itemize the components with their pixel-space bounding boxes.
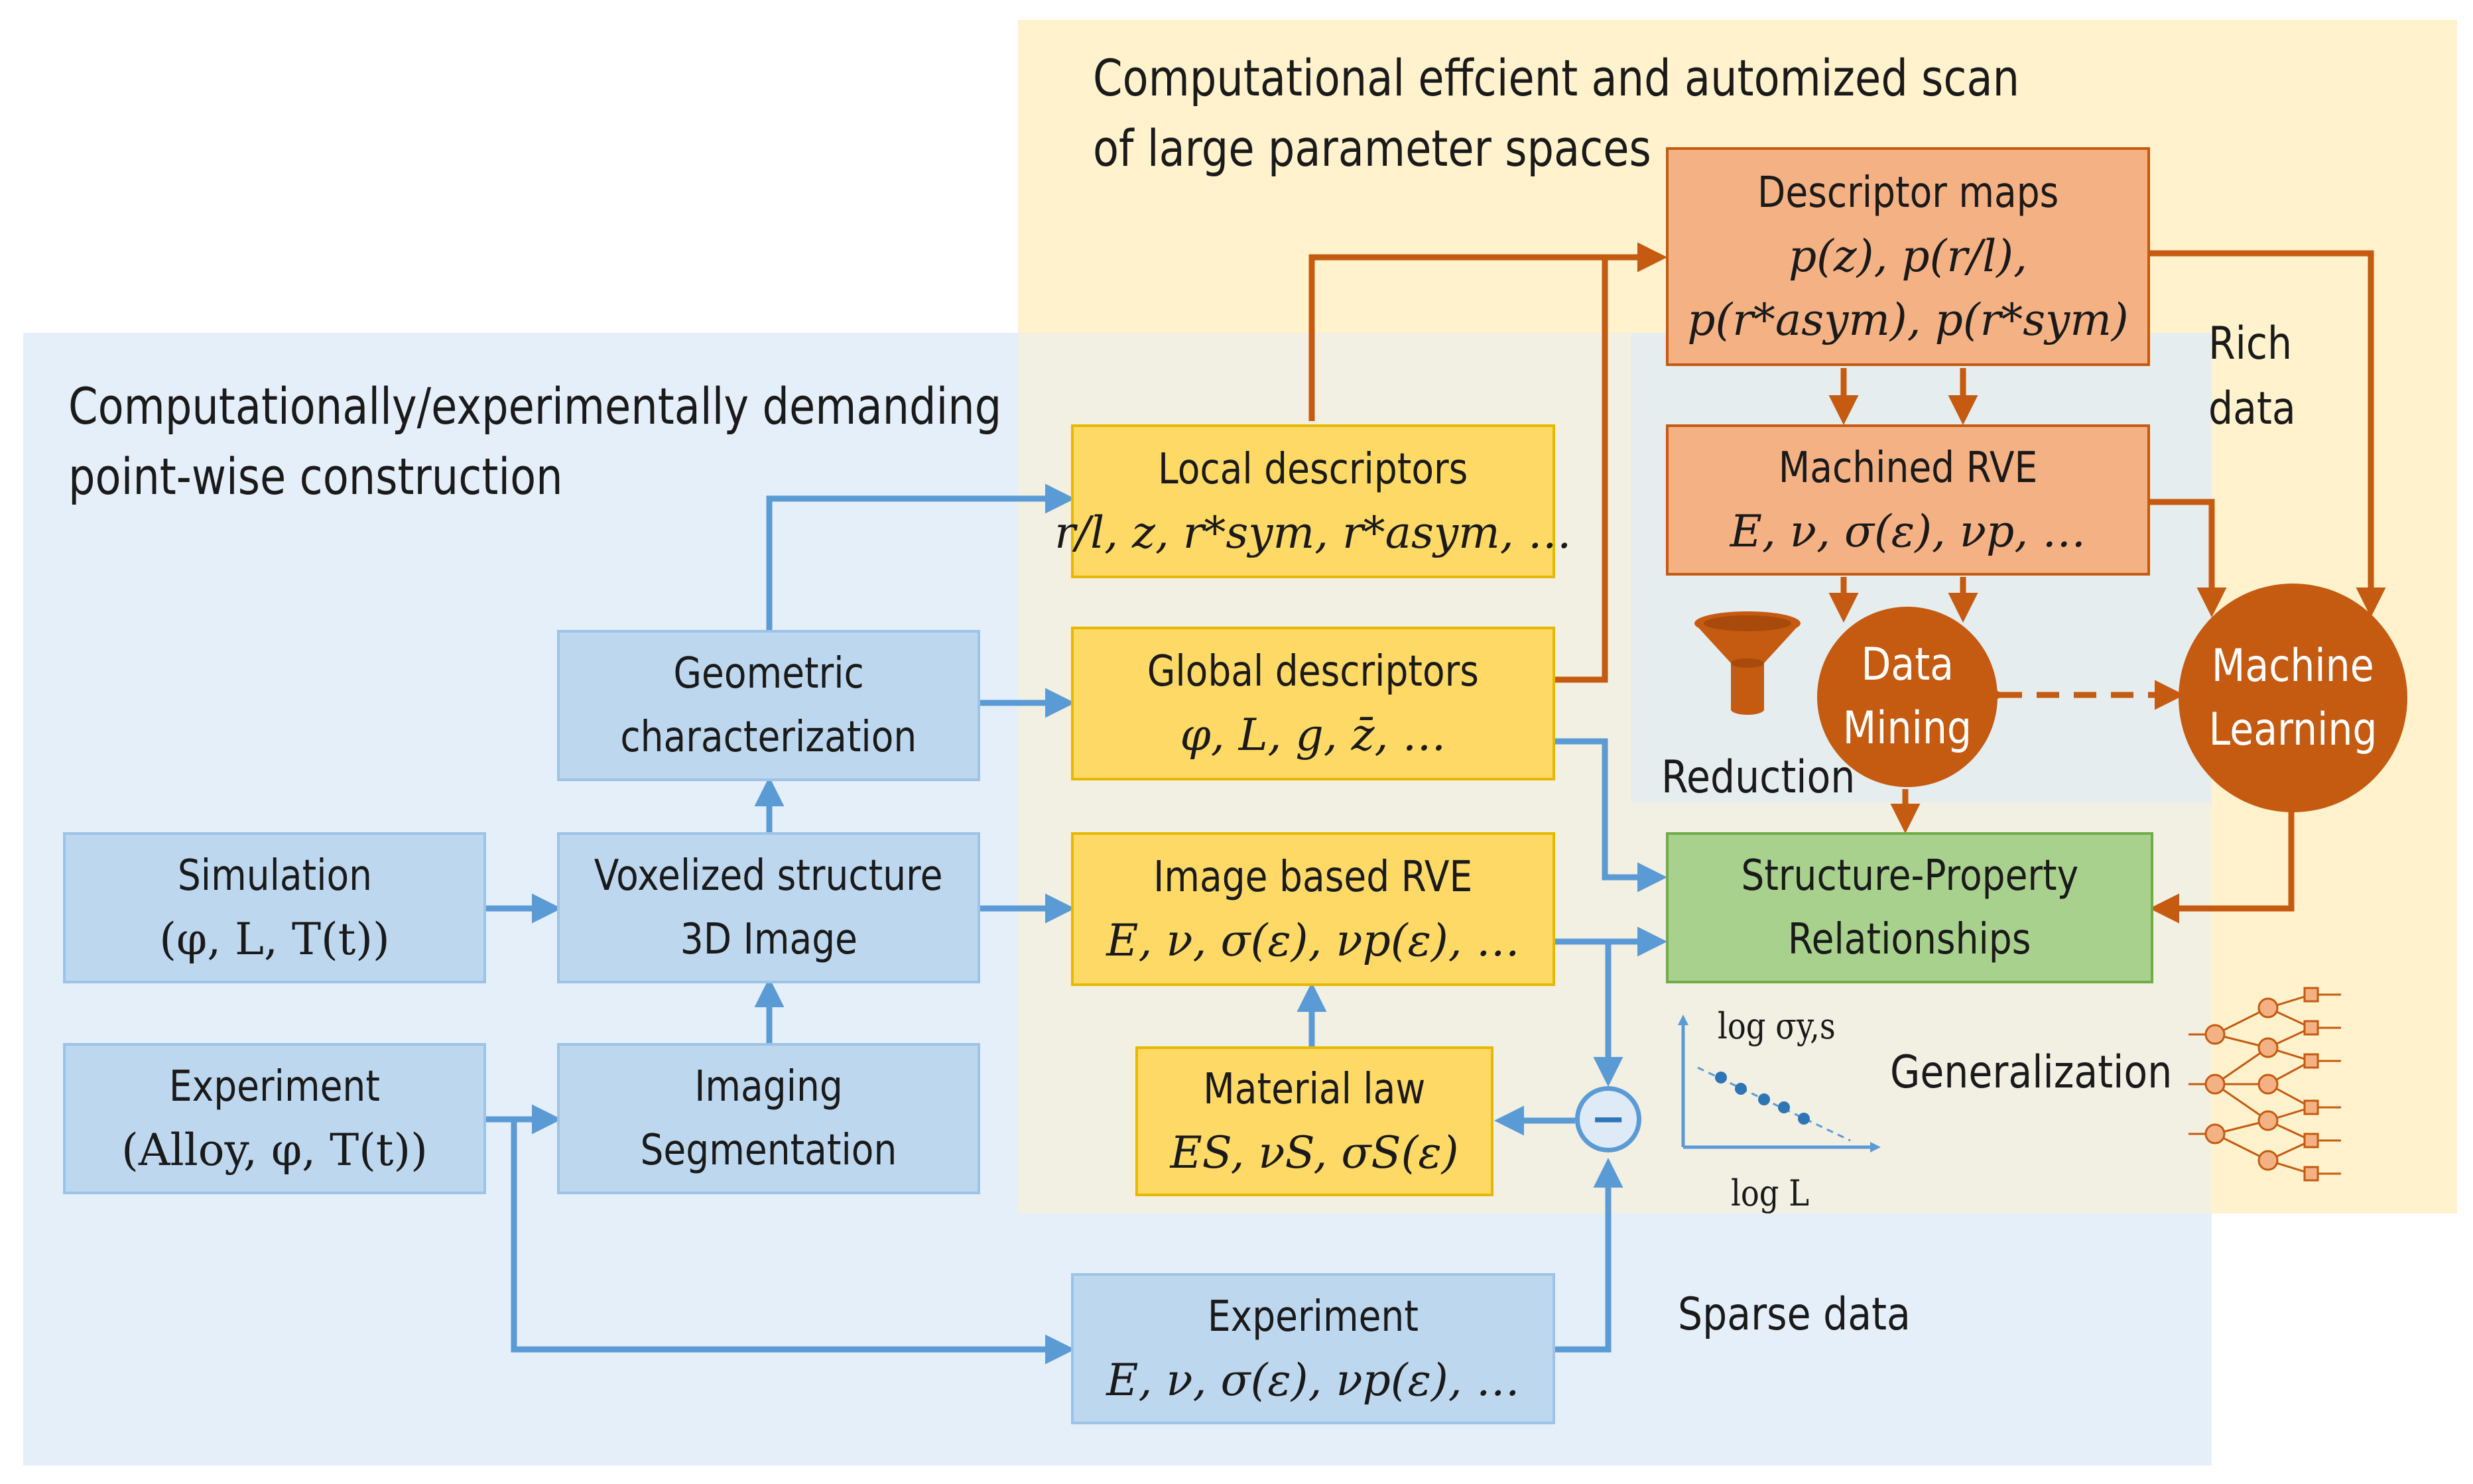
- descriptor-maps-box: Descriptor maps p(z), p(r/l), p(r*asym),…: [1666, 147, 2150, 366]
- generalization-label: Generalization: [1890, 1046, 2173, 1099]
- data-mining-circle: Data Mining: [1817, 607, 1997, 787]
- arrow-global-to-spr: [1555, 738, 1667, 893]
- subtract-icon: −: [1575, 1086, 1641, 1152]
- machine-learning-circle: Machine Learning: [2179, 584, 2407, 812]
- arrow-machine-learning-to-spr: [2149, 809, 2295, 924]
- material-law-box: Material law ES, νS, σS(ε): [1135, 1046, 1493, 1196]
- geometric-characterization-box: Geometric characterization: [557, 630, 980, 781]
- voxelized-structure-box: Voxelized structure 3D Image: [557, 832, 980, 983]
- experiment-bottom-box: Experiment E, ν, σ(ε), νp(ε), …: [1071, 1273, 1555, 1424]
- simulation-box: Simulation (φ, L, T(t)): [63, 832, 486, 983]
- region-title-blue: Computationally/experimentally demanding…: [68, 377, 1002, 506]
- arrow-machined-to-machine-learning: [2147, 499, 2227, 617]
- neural-network-icon: [2188, 987, 2341, 1182]
- arrow-global-to-descriptor-maps: [1555, 257, 1608, 683]
- plot-y-label: log σy,s: [1718, 1005, 1836, 1047]
- plot-x-label: log L: [1731, 1172, 1810, 1214]
- sparse-data-label: Sparse data: [1678, 1288, 1911, 1341]
- arrow-geometric-to-local: [766, 483, 1075, 630]
- arrow-local-to-descriptor-maps: [1308, 242, 1667, 421]
- regression-plot-icon: [1678, 1015, 1881, 1152]
- reduction-label: Reduction: [1661, 751, 1856, 804]
- image-based-rve-box: Image based RVE E, ν, σ(ε), νp(ε), …: [1071, 832, 1555, 986]
- arrow-experiment-to-experiment-bottom: [511, 1119, 1075, 1365]
- arrow-descriptor-to-machine-learning: [2147, 250, 2386, 617]
- experiment-left-box: Experiment (Alloy, φ, T(t)): [63, 1043, 486, 1194]
- funnel-icon: [1694, 611, 1801, 715]
- imaging-segmentation-box: Imaging Segmentation: [557, 1043, 980, 1194]
- global-descriptors-box: Global descriptors φ, L, g, z̄, …: [1071, 627, 1555, 780]
- machined-rve-box: Machined RVE E, ν, σ(ε), νp, …: [1666, 424, 2150, 576]
- rich-data-label: Rich data: [2208, 318, 2296, 435]
- local-descriptors-box: Local descriptors r/l, z, r*sym, r*asym,…: [1054, 424, 1572, 578]
- arrow-experiment-bottom-to-subtract: [1555, 1158, 1623, 1353]
- region-title-orange: Computational effcient and automized sca…: [1093, 48, 2020, 178]
- structure-property-box: Structure-Property Relationships: [1666, 832, 2153, 983]
